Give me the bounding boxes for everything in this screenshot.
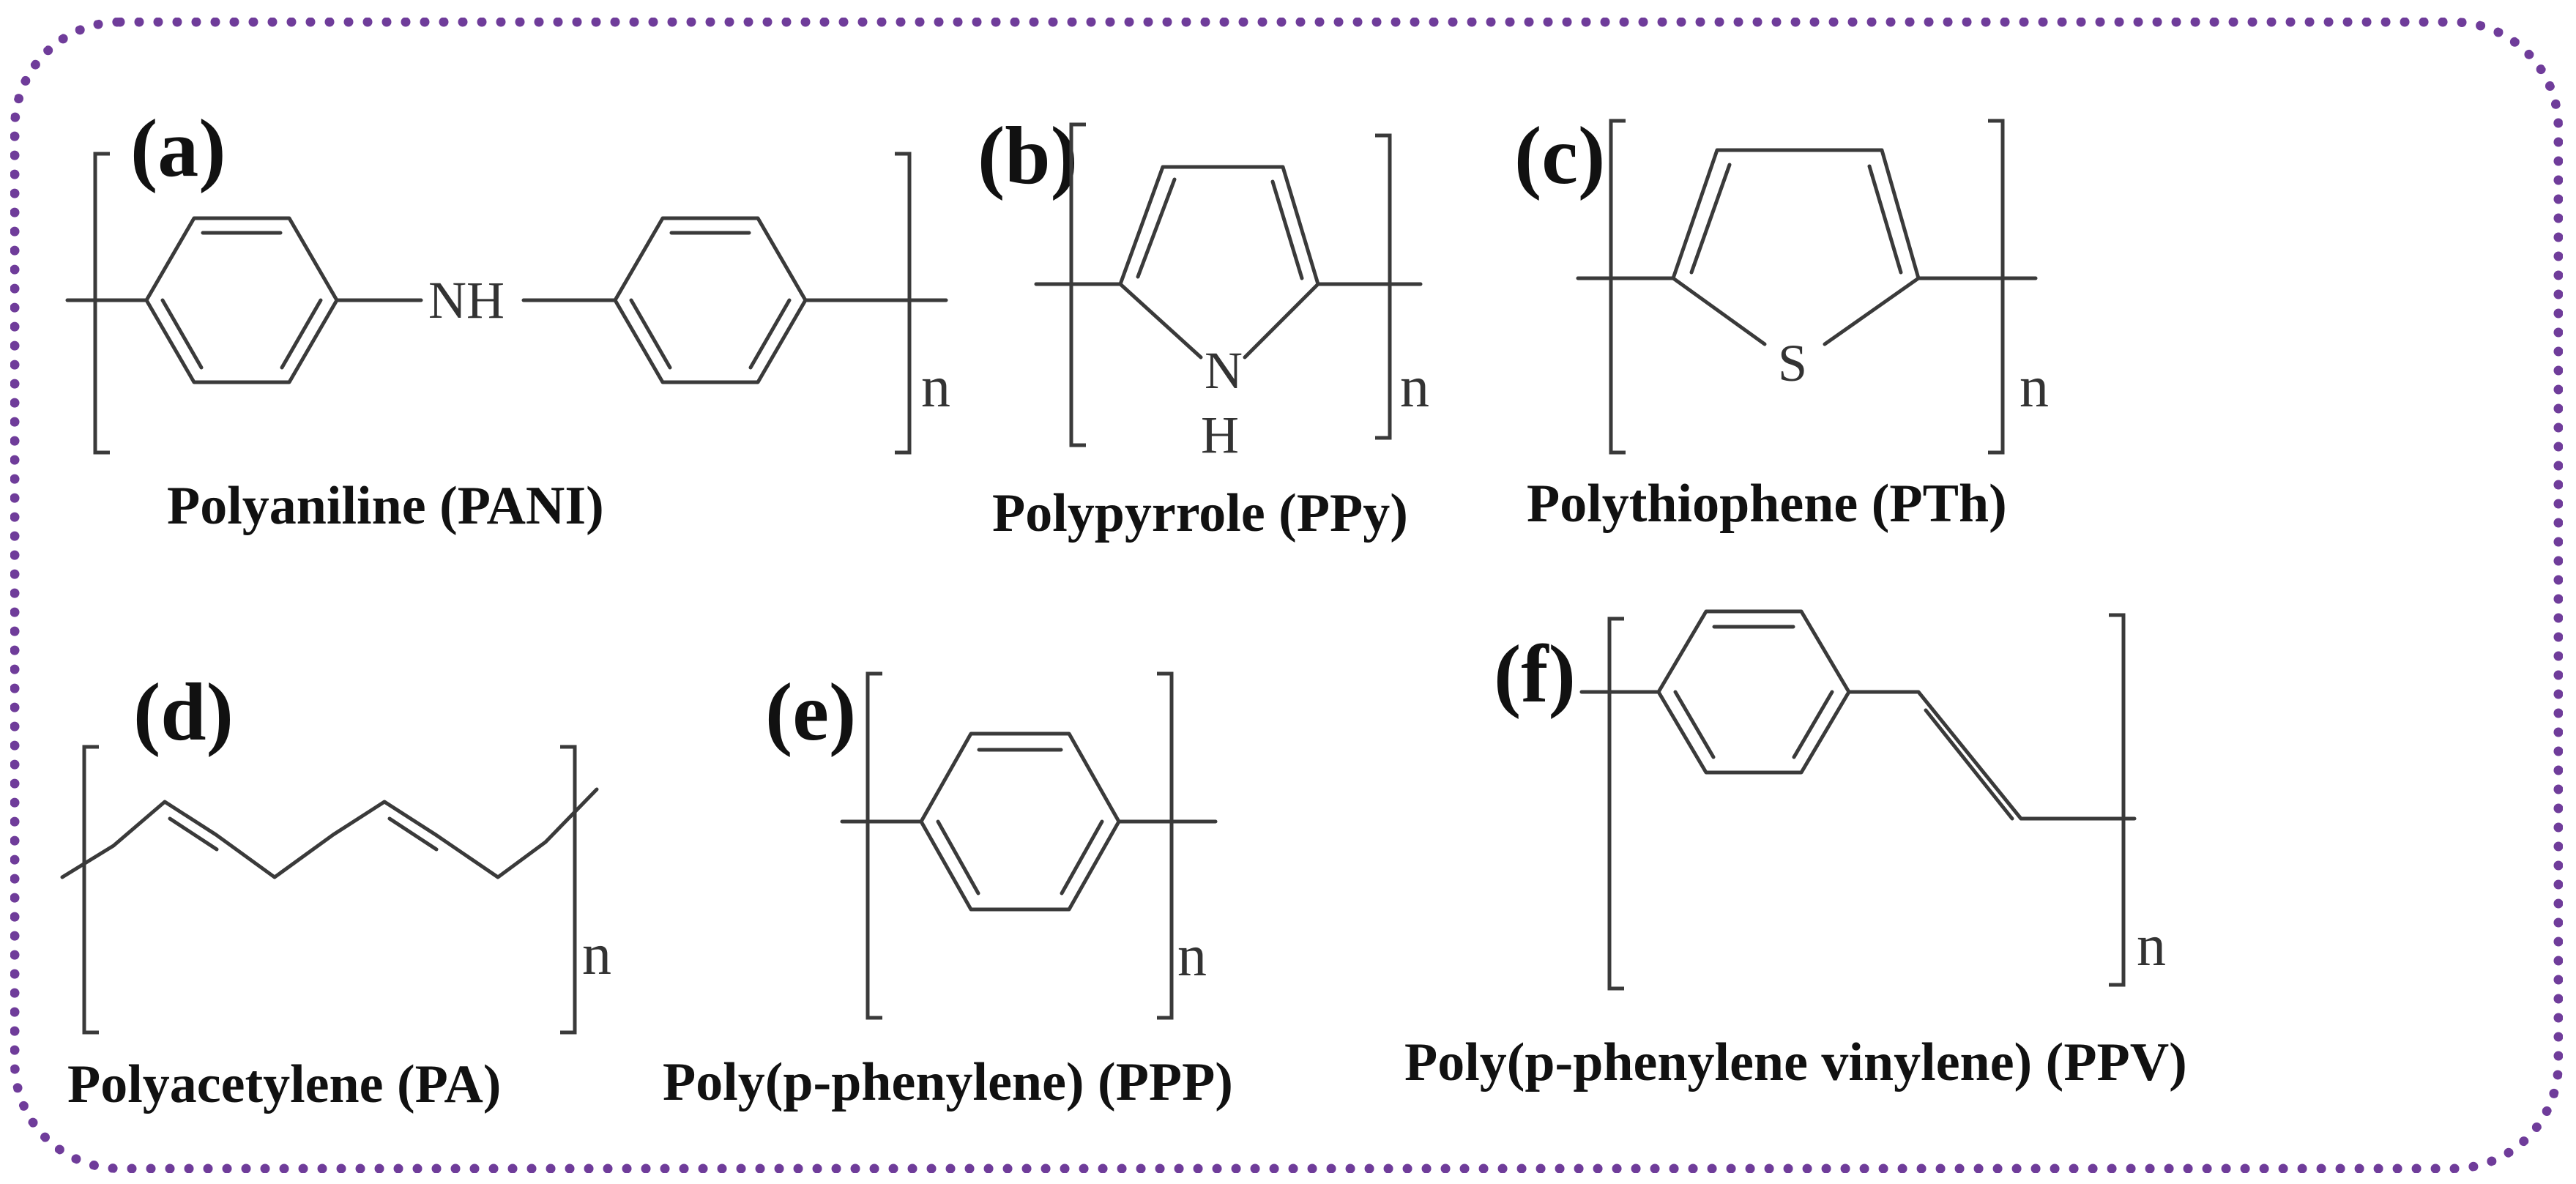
bracket-right-e	[1157, 671, 1174, 1020]
atom-s-c: S	[1778, 334, 1807, 392]
label-e: (e)	[765, 667, 856, 758]
double-bond-f2	[1792, 690, 1834, 759]
bracket-left-e	[866, 671, 882, 1020]
dotted-border-frame	[10, 18, 2563, 1173]
bracket-right-d	[560, 745, 577, 1035]
double-bond-d2	[387, 816, 439, 852]
structure-f-ppv: (f) n Poly(p-phenylene vinylene) (PPV)	[1404, 609, 2187, 1092]
bracket-right-b	[1375, 133, 1392, 440]
double-bond-d1	[168, 816, 219, 852]
double-bond-f4	[1924, 708, 2014, 821]
subscript-n-a: n	[921, 355, 950, 420]
double-bond-b1	[1136, 177, 1177, 279]
polyacetylene-chain	[60, 787, 599, 879]
caption-b: Polypyrrole (PPy)	[992, 483, 1408, 543]
atom-h-b: H	[1201, 406, 1239, 464]
subscript-n-c: n	[2020, 355, 2049, 420]
atom-n-b: N	[1205, 341, 1243, 400]
subscript-n-b: n	[1400, 355, 1429, 420]
double-bond-b2	[1270, 179, 1304, 280]
double-bond-c2	[1867, 164, 1903, 275]
structure-c-polythiophene: (c) S n Polythiophene (PTh)	[1514, 111, 2049, 534]
vinylene-chain	[1847, 690, 2137, 821]
atom-nh-a: NH	[428, 271, 505, 329]
bracket-left-c	[1609, 119, 1626, 455]
bracket-left-f	[1607, 617, 1624, 991]
label-b: (b)	[978, 111, 1078, 201]
caption-f: Poly(p-phenylene vinylene) (PPV)	[1404, 1032, 2187, 1092]
double-bond-a2	[280, 298, 323, 370]
double-bond-c1	[1689, 163, 1732, 275]
pyrrole-ring	[1118, 165, 1320, 360]
double-bond-a3	[160, 298, 204, 370]
structure-a-polyaniline: (a) NH n Polyaniline (PANI)	[65, 103, 950, 536]
label-f: (f)	[1494, 629, 1576, 720]
subscript-n-d: n	[582, 923, 611, 987]
caption-e: Poly(p-phenylene) (PPP)	[663, 1052, 1233, 1112]
bracket-right-c	[1988, 119, 2005, 455]
bracket-right-a	[895, 152, 912, 455]
double-bond-a6	[629, 298, 672, 370]
caption-d: Polyacetylene (PA)	[67, 1054, 501, 1114]
label-c: (c)	[1514, 111, 1605, 201]
benzene-ring-2-a	[613, 216, 808, 384]
label-a: (a)	[130, 103, 226, 194]
label-d: (d)	[133, 667, 234, 758]
bracket-left-a	[93, 152, 110, 455]
structure-d-polyacetylene: (d) n Polyacetylene (PA)	[60, 667, 611, 1114]
subscript-n-e: n	[1177, 924, 1207, 988]
caption-c: Polythiophene (PTh)	[1527, 474, 2007, 534]
thiophene-ring	[1671, 148, 1921, 346]
bracket-left-d	[82, 745, 99, 1035]
double-bond-f3	[1673, 690, 1716, 759]
benzene-ring-e	[919, 731, 1121, 912]
double-bond-e3	[936, 819, 980, 896]
benzene-ring-f	[1656, 609, 1851, 775]
double-bond-a5	[748, 298, 792, 370]
caption-a: Polyaniline (PANI)	[167, 476, 604, 536]
subscript-n-f: n	[2137, 914, 2166, 978]
bracket-right-f	[2109, 613, 2126, 987]
structure-e-polyphenylene: (e) n Poly(p-phenylene) (PPP)	[663, 667, 1233, 1112]
double-bond-e2	[1060, 819, 1104, 896]
benzene-ring-1-a	[144, 216, 339, 384]
structure-b-polypyrrole: (b) N H n Polypyrrole (PPy)	[978, 111, 1429, 543]
